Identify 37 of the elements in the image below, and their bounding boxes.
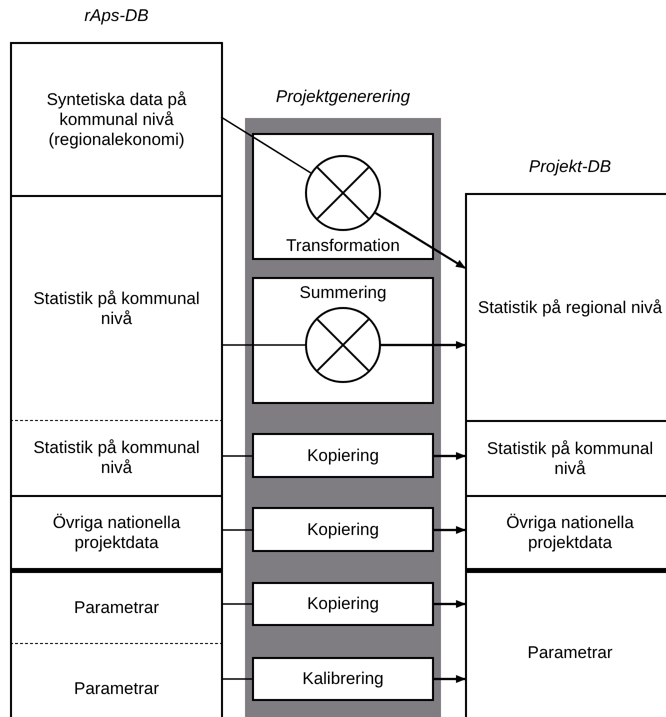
- connector-line: [221, 344, 305, 346]
- process-label: Kalibrering: [301, 669, 385, 689]
- process-label: Transformation: [285, 236, 401, 256]
- arrow: [432, 452, 466, 460]
- arrow: [432, 675, 466, 683]
- cell-text: Syntetiska data på kommunal nivå (regionalekonomi): [46, 90, 188, 150]
- arrow: [432, 526, 466, 534]
- cell-text: Parametrar: [526, 643, 614, 663]
- process-label: Kopiering: [306, 594, 380, 614]
- process-label: Kopiering: [306, 520, 380, 540]
- cell-text: Parametrar: [72, 678, 160, 698]
- connector-line: [221, 603, 252, 605]
- column-title: rAps-DB: [83, 6, 150, 26]
- cell-text: Övriga nationella projektdata: [52, 512, 182, 552]
- cell-text: Statistik på regional nivå: [476, 298, 664, 318]
- process-box: [252, 433, 434, 478]
- connector-line: [221, 529, 252, 531]
- cell-text: Övriga nationella projektdata: [505, 512, 635, 552]
- cell-text: Statistik på kommunal nivå: [486, 438, 654, 478]
- connector-line: [221, 455, 252, 457]
- cell-text: Statistik på kommunal nivå: [32, 288, 201, 328]
- column-title: Projektgenerering: [274, 87, 412, 107]
- process-box: [252, 582, 434, 626]
- process-label: Kopiering: [306, 446, 380, 466]
- connector-line: [221, 678, 252, 680]
- column-title: Projekt-DB: [528, 157, 612, 177]
- process-box: [252, 277, 434, 404]
- process-box: [252, 133, 434, 260]
- process-box: [252, 507, 434, 552]
- cell-text: Statistik på kommunal nivå: [32, 438, 201, 478]
- process-box: [252, 657, 434, 701]
- cell-text: Parametrar: [72, 598, 160, 618]
- arrow: [432, 600, 466, 608]
- connector-line: [220, 116, 312, 174]
- process-label: Summering: [298, 283, 388, 303]
- arrow: [374, 212, 466, 269]
- arrow: [381, 341, 466, 349]
